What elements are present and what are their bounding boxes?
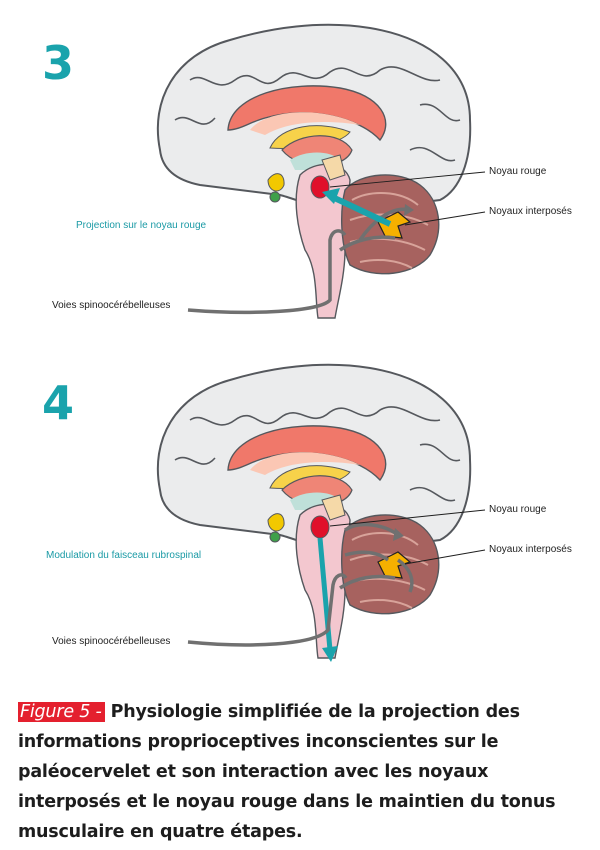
label-interposed-nuclei: Noyaux interposés	[489, 544, 572, 555]
diagram-panel-step-3: 3 Projection sur le noyau rouge Noyau ro…	[0, 0, 600, 340]
step-number: 3	[42, 36, 75, 90]
step-number: 4	[42, 376, 75, 430]
brain-illustration	[156, 23, 486, 319]
figure-caption: Figure 5 - Physiologie simplifiée de la …	[18, 697, 578, 847]
label-spinocerebellar-tracts: Voies spinoocérébelleuses	[52, 636, 171, 647]
label-interposed-nuclei: Noyaux interposés	[489, 206, 572, 217]
figure-tag: Figure 5 -	[18, 702, 105, 722]
label-red-nucleus: Noyau rouge	[489, 166, 547, 177]
side-label: Projection sur le noyau rouge	[76, 220, 207, 231]
label-spinocerebellar-tracts: Voies spinoocérébelleuses	[52, 300, 171, 311]
diagram-panel-step-4: 4 Modulation du faisceau rubrospinal Noy…	[0, 340, 600, 680]
caption-text: Physiologie simplifiée de la projection …	[18, 702, 556, 842]
label-red-nucleus: Noyau rouge	[489, 504, 547, 515]
brain-illustration	[156, 363, 486, 662]
side-label: Modulation du faisceau rubrospinal	[46, 550, 202, 561]
